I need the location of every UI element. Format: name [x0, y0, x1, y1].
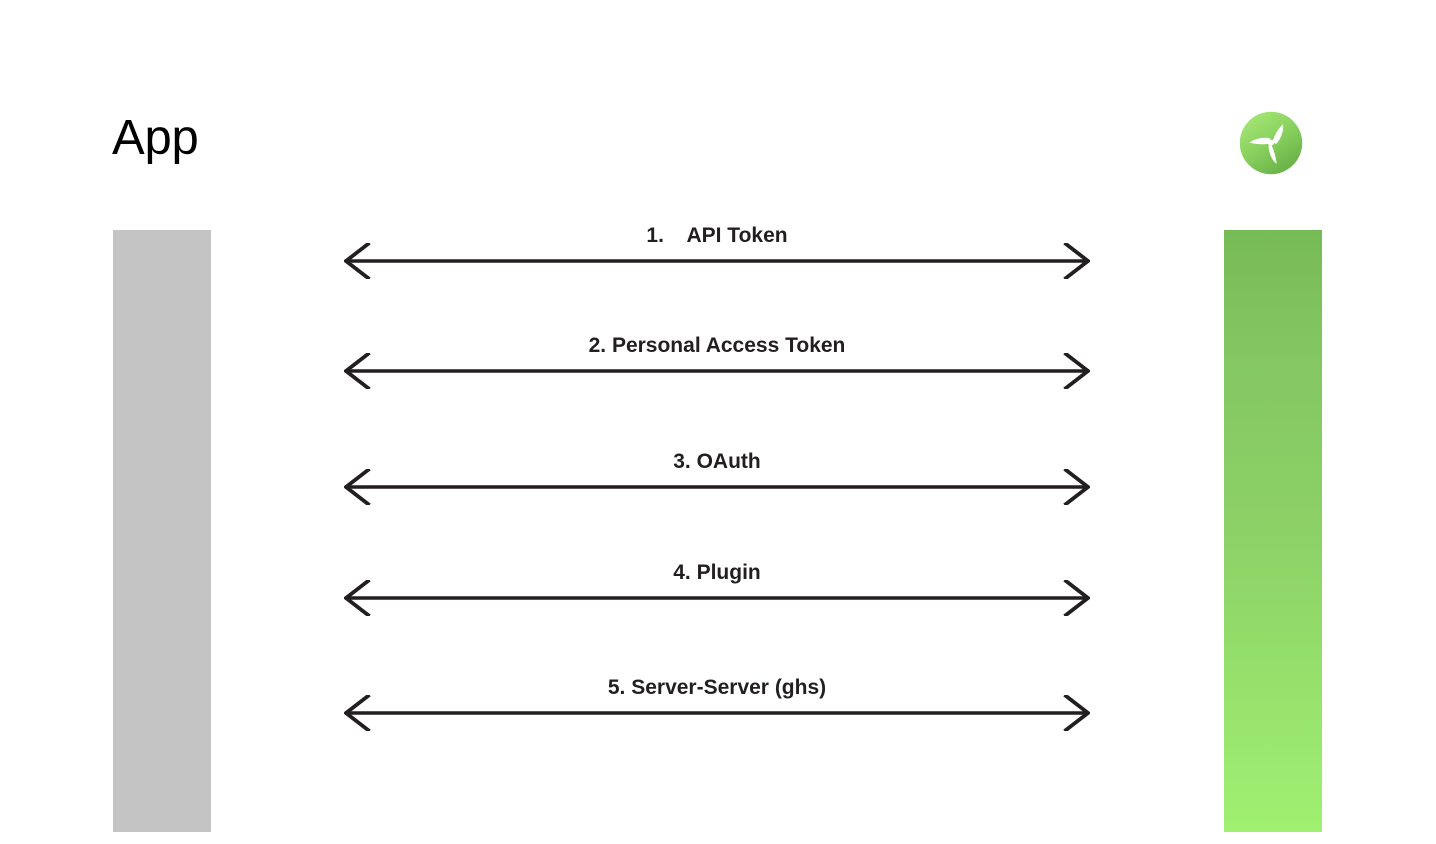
propeller-logo-icon — [1239, 111, 1303, 175]
bidirectional-arrow-icon — [344, 243, 1090, 279]
message-label: 1. API Token — [646, 223, 788, 247]
message-label: 3. OAuth — [673, 449, 761, 473]
bidirectional-arrow-icon — [344, 580, 1090, 616]
message-label: 2. Personal Access Token — [588, 333, 846, 357]
message-label: 4. Plugin — [673, 560, 761, 584]
message-label: 5. Server-Server (ghs) — [607, 675, 827, 699]
bidirectional-arrow-icon — [344, 469, 1090, 505]
left-actor-label: App — [112, 111, 199, 165]
bidirectional-arrow-icon — [344, 695, 1090, 731]
bidirectional-arrow-icon — [344, 353, 1090, 389]
right-actor-lifeline — [1224, 230, 1322, 832]
left-actor-lifeline — [113, 230, 211, 832]
